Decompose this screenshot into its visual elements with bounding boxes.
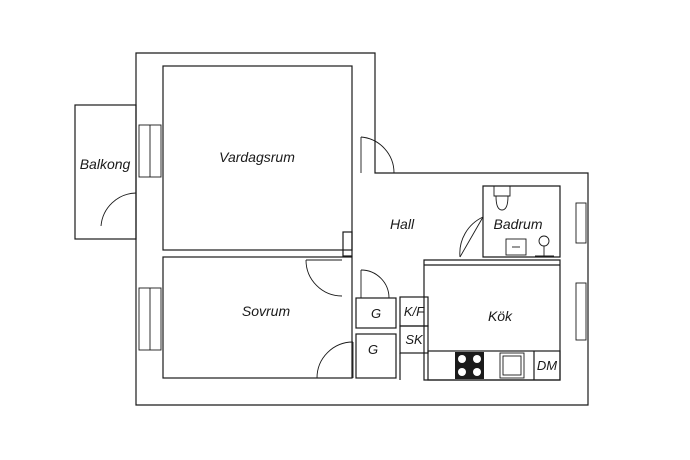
- wardrobe-2-door-swing: [316, 341, 354, 379]
- stove-burner-4: [473, 368, 481, 376]
- balcony-outline: [74, 104, 137, 240]
- bedroom-walls: [162, 256, 353, 379]
- balcony-door-swing: [100, 192, 137, 227]
- outer-wall: [135, 52, 589, 406]
- label-sovrum: Sovrum: [242, 303, 291, 319]
- wardrobe-1-door-swing: [360, 269, 390, 299]
- label-garderob-2: G: [368, 342, 378, 357]
- shower-head-icon: [538, 235, 550, 247]
- label-hall: Hall: [390, 216, 415, 232]
- label-garderob-1: G: [371, 306, 381, 321]
- kitchen-counter: [427, 350, 561, 381]
- stove-burner-3: [458, 368, 466, 376]
- toilet-icon: [493, 186, 511, 211]
- label-vardagsrum: Vardagsrum: [219, 149, 295, 165]
- wardrobe-1: [355, 297, 397, 329]
- storage-cupboard: [399, 325, 429, 354]
- living-room-walls: [162, 65, 353, 251]
- bathroom-sink-icon: [505, 238, 527, 256]
- bedroom-door-swing: [305, 259, 343, 297]
- kitchen-sink-icon: [499, 352, 525, 379]
- bathroom-walls: [482, 185, 561, 258]
- label-diskmaskin: DM: [537, 358, 557, 373]
- wardrobe-2: [355, 333, 397, 379]
- stove-burner-2: [473, 355, 481, 363]
- label-kyl-frys: K/F: [404, 304, 425, 319]
- bathroom-door-swing: [459, 216, 484, 258]
- living-door-swing: [360, 136, 395, 174]
- bathroom-window: [575, 202, 587, 244]
- stove-burner-1: [458, 355, 466, 363]
- kitchen-window: [575, 282, 587, 341]
- label-kok: Kök: [488, 308, 513, 324]
- hall-wall-stub: [342, 231, 353, 257]
- bathroom-door-leaf: [459, 216, 484, 258]
- label-stadskap: SK: [405, 332, 424, 347]
- label-balkong: Balkong: [80, 156, 131, 172]
- kitchen-sink-basin: [502, 355, 522, 376]
- label-badrum: Badrum: [493, 216, 542, 232]
